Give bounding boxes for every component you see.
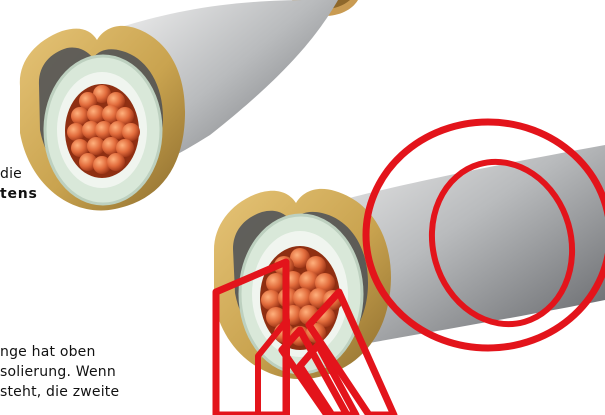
text-fragment-die: die (0, 166, 22, 182)
text-fragment-steht-die-zweite: steht, die zweite (0, 384, 119, 400)
lower-cable-cross-section (214, 145, 605, 379)
text-fragment-solierung-wenn: solierung. Wenn (0, 364, 116, 380)
text-fragment-nge-hat-oben: nge hat oben (0, 344, 96, 360)
upper-cable-cross-section (20, 0, 338, 210)
text-fragment-tens: tens (0, 186, 38, 202)
